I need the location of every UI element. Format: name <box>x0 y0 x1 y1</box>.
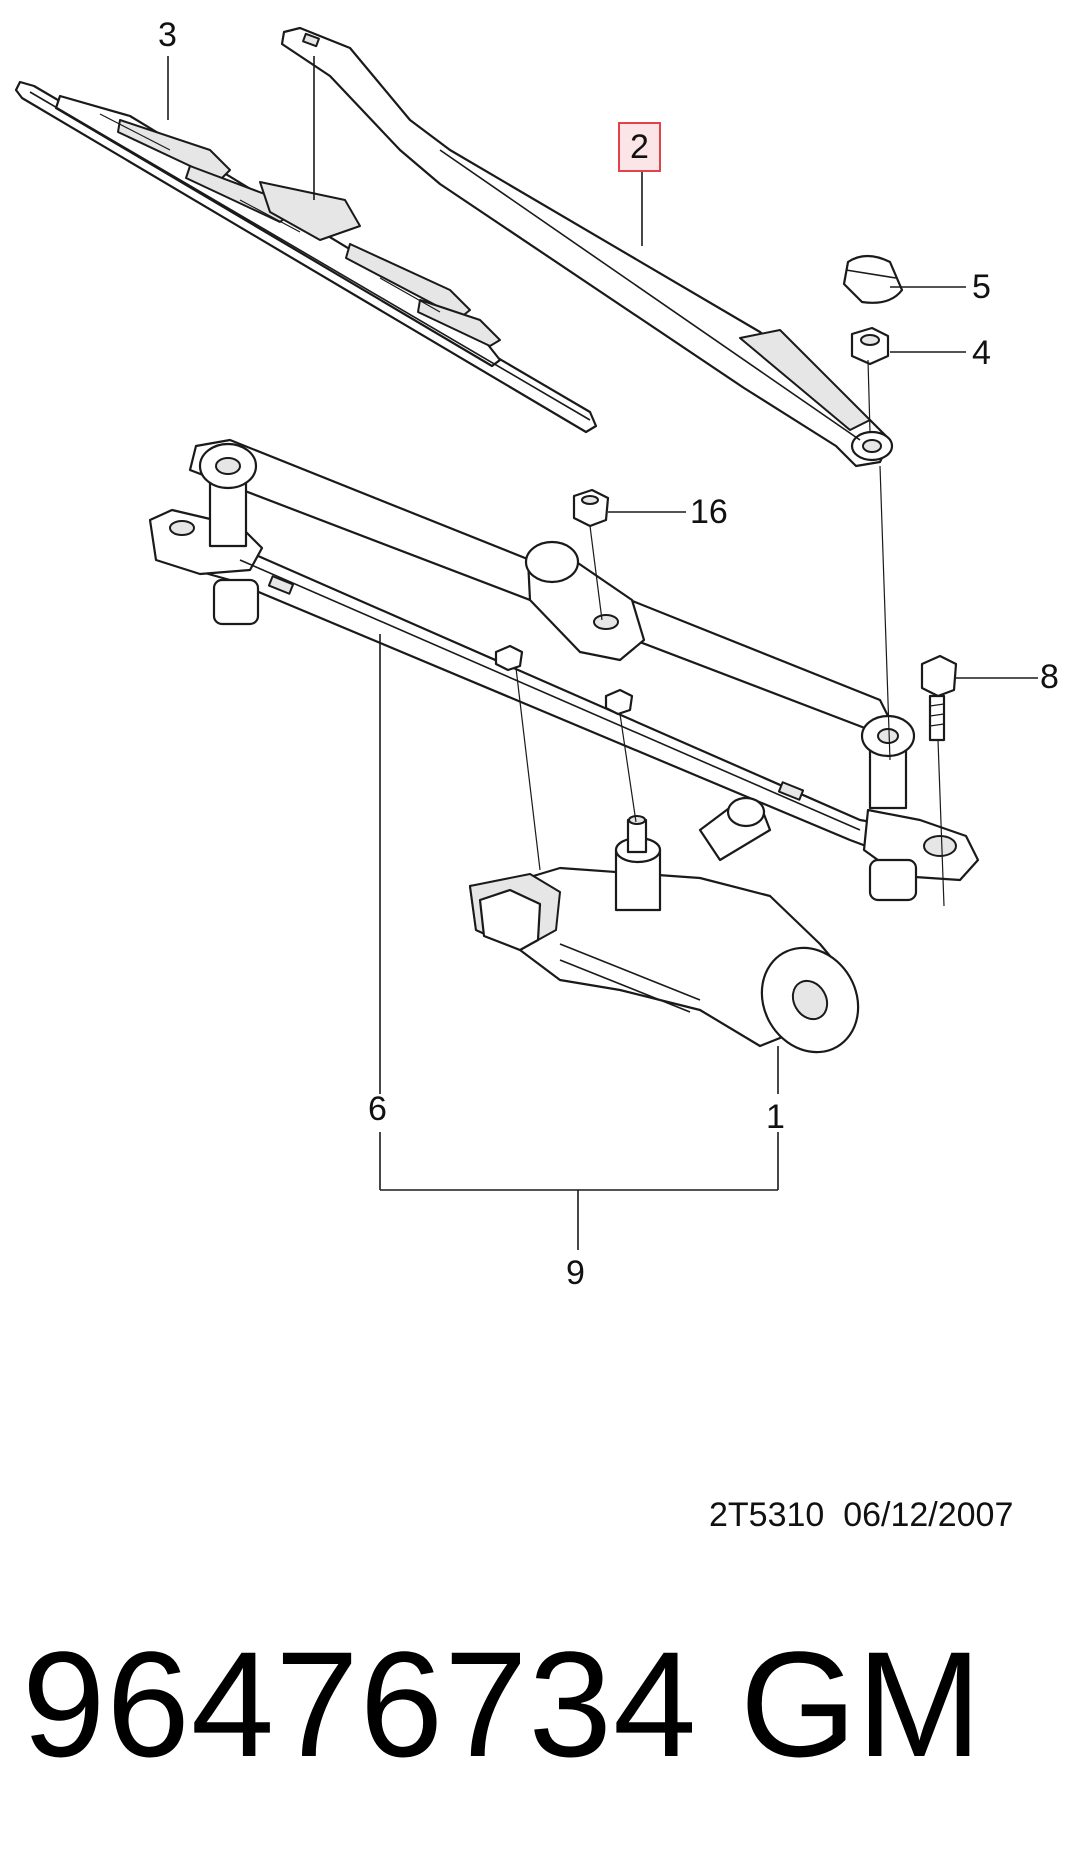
wiper-linkage-frame <box>148 438 980 902</box>
wiper-arm <box>280 26 894 468</box>
drawing-code-date: 2T5310 06/12/2007 <box>709 1496 1014 1534</box>
leader-lines <box>167 56 1038 1250</box>
callout-6: 6 <box>368 1090 387 1128</box>
callout-3: 3 <box>158 16 177 54</box>
part-number: 96476734 <box>22 1620 698 1788</box>
callout-4: 4 <box>972 334 991 372</box>
arm-nut-cap <box>842 254 904 304</box>
callout-9: 9 <box>566 1254 585 1292</box>
callout-5: 5 <box>972 268 991 306</box>
pivot-nut <box>572 488 610 528</box>
callout-8: 8 <box>1040 658 1059 696</box>
callout-1: 1 <box>766 1098 785 1136</box>
arm-nut <box>850 326 890 366</box>
callout-2: 2 <box>618 122 661 172</box>
wiper-motor <box>468 796 860 1054</box>
callout-16: 16 <box>690 493 728 531</box>
wiper-blade <box>14 80 598 434</box>
brand-label: GM <box>740 1620 982 1788</box>
mounting-bolt <box>920 654 958 742</box>
